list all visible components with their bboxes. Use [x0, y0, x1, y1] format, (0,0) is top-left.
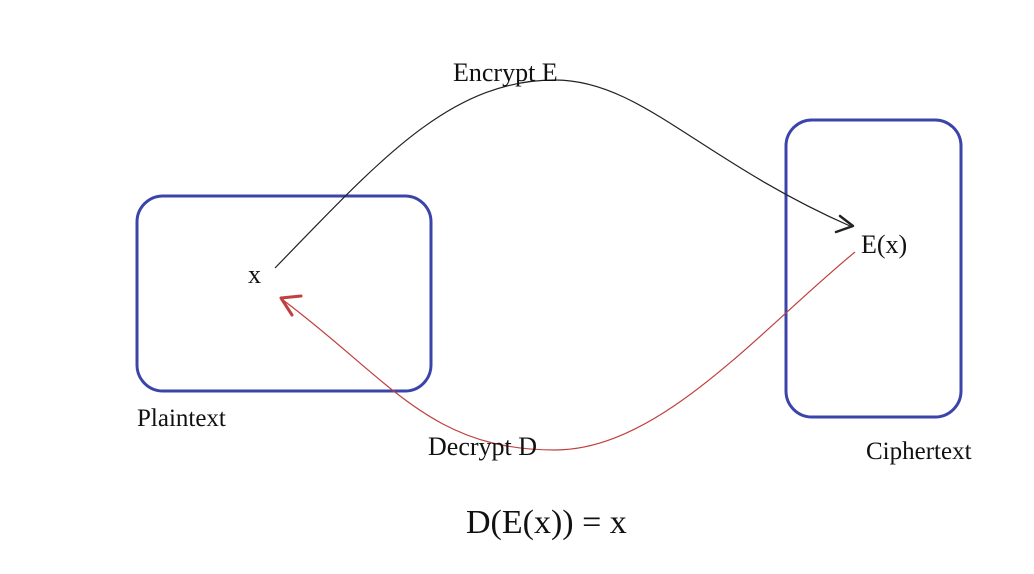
- ciphertext-set-box: [784, 118, 963, 419]
- plaintext-set-box: [135, 194, 433, 393]
- encrypt-arrowhead: [834, 214, 855, 234]
- encrypt-arrow: [274, 79, 851, 269]
- decrypt-arrow: [282, 251, 856, 451]
- plaintext-set-label: Plaintext: [137, 405, 226, 432]
- ciphertext-element-label: E(x): [861, 230, 908, 259]
- encrypt-label: Encrypt E: [453, 58, 558, 87]
- equation-label: D(E(x)) = x: [466, 504, 627, 541]
- decrypt-arrowhead: [279, 294, 303, 317]
- decrypt-label: Decrypt D: [428, 432, 538, 461]
- plaintext-element-label: x: [248, 260, 261, 289]
- ciphertext-set-label: Ciphertext: [866, 438, 972, 465]
